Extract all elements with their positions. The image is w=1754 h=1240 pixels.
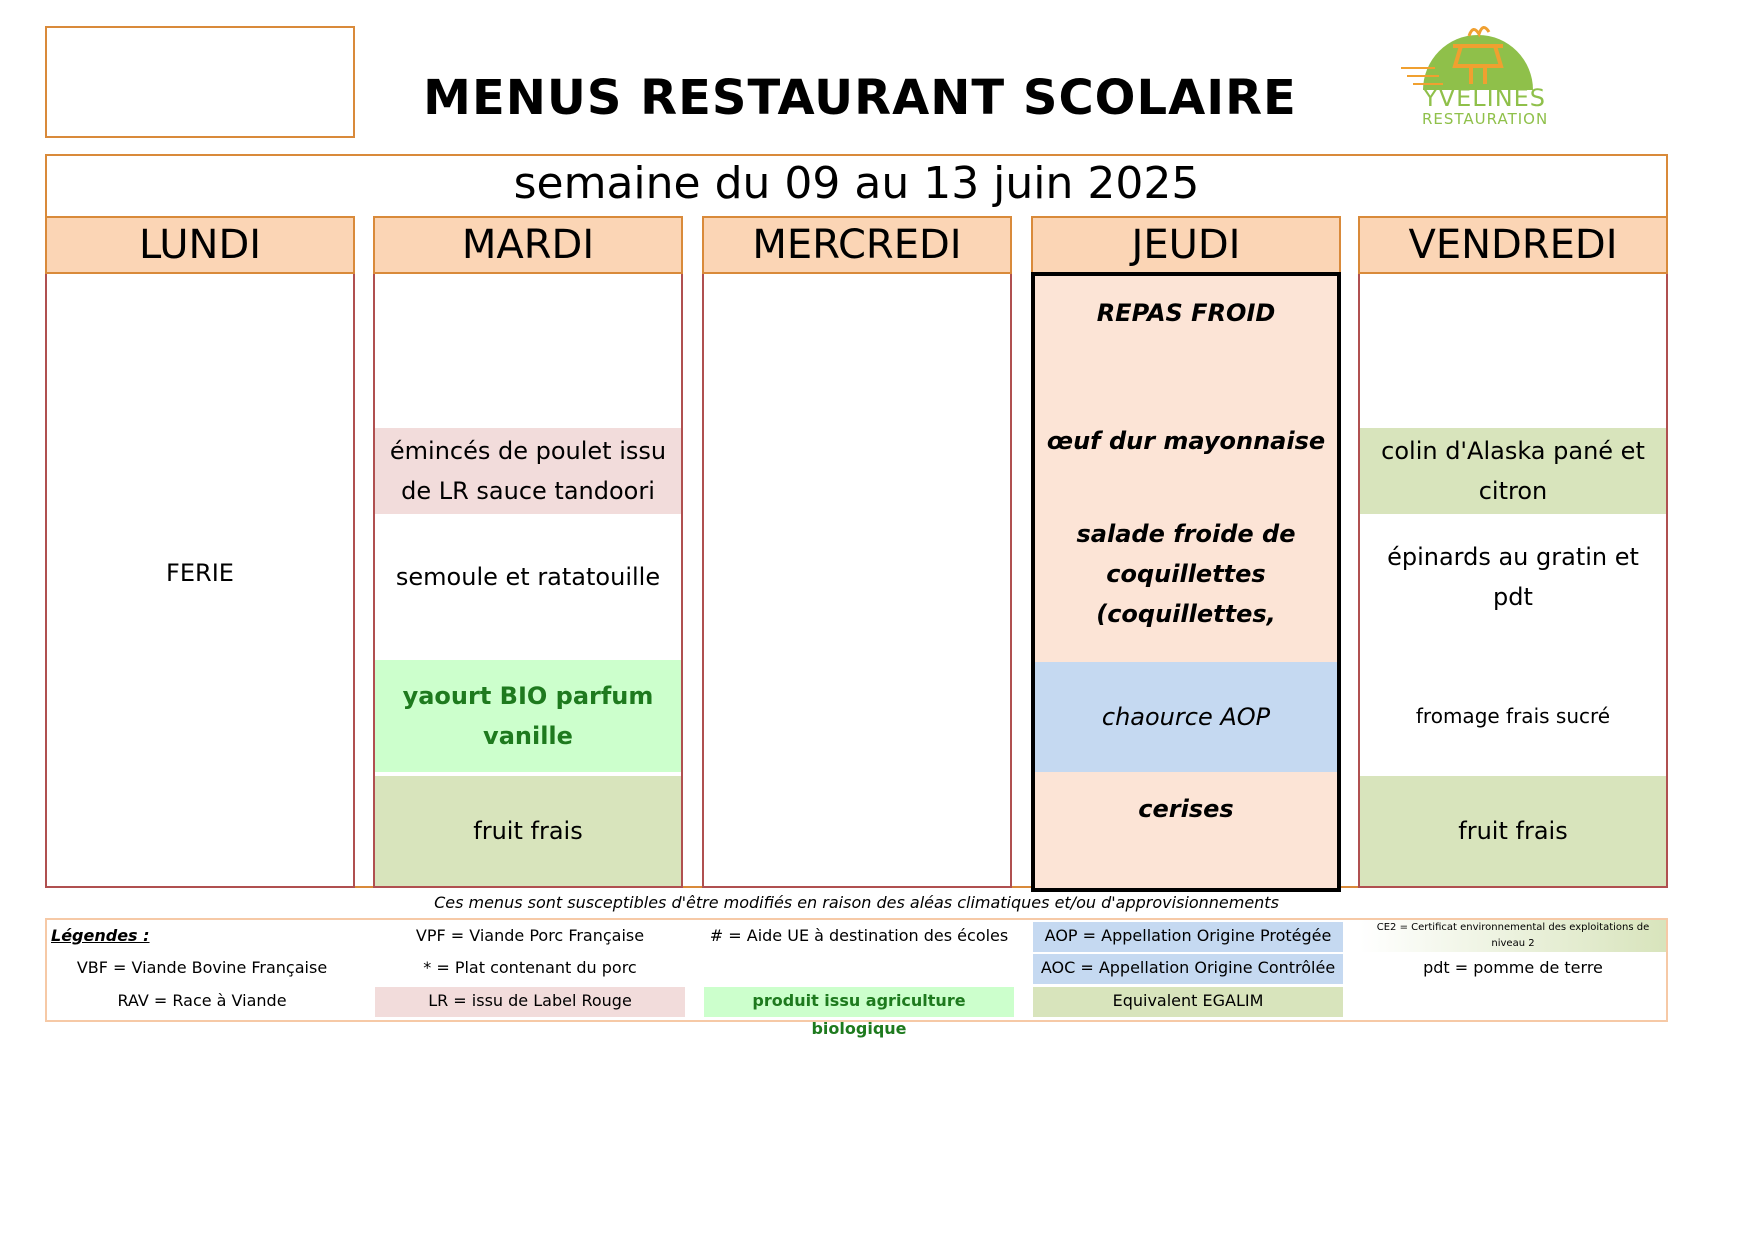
- menu-dairy: chaource AOP: [1035, 662, 1337, 772]
- day-header-lundi: LUNDI: [45, 216, 355, 274]
- week-title: semaine du 09 au 13 juin 2025: [513, 158, 1200, 209]
- menu-main-dish: œuf dur mayonnaise: [1046, 427, 1326, 455]
- column-jeudi: REPAS FROID œuf dur mayonnaise salade fr…: [1031, 272, 1341, 892]
- menu-main-dish: colin d'Alaska pané et citron: [1360, 428, 1666, 514]
- legend-box: Légendes : VPF = Viande Porc Française #…: [45, 918, 1668, 1038]
- logo-text-yvelines: YVELINES: [1423, 84, 1547, 112]
- legend-vbf: VBF = Viande Bovine Française: [76, 958, 328, 977]
- day-header-vendredi: VENDREDI: [1358, 216, 1668, 274]
- menu-dessert: cerises: [1138, 795, 1234, 823]
- legend-bio: produit issu agriculture biologique: [704, 987, 1014, 1038]
- day-header-jeudi: JEUDI: [1031, 216, 1341, 274]
- blank-header-box: [45, 26, 355, 138]
- legend-vpf: VPF = Viande Porc Française: [415, 926, 645, 945]
- menu-dairy: yaourt BIO parfum vanille: [375, 660, 681, 772]
- menu-main-dish: émincés de poulet issu de LR sauce tando…: [375, 428, 681, 514]
- legend-egalim: Equivalent EGALIM: [1033, 987, 1343, 1017]
- logo-icon: [1401, 26, 1533, 90]
- legend-rav: RAV = Race à Viande: [117, 991, 287, 1010]
- column-mardi: émincés de poulet issu de LR sauce tando…: [373, 274, 683, 888]
- disclaimer-note: Ces menus sont susceptibles d'être modif…: [434, 893, 1279, 912]
- column-lundi: FERIE: [45, 274, 355, 888]
- legend-aoc: AOC = Appellation Origine Contrôlée: [1033, 954, 1343, 984]
- legend-pdt: pdt = pomme de terre: [1423, 958, 1603, 977]
- legend-aide-ue: # = Aide UE à destination des écoles: [709, 926, 1009, 945]
- legend-ce2: CE2 = Certificat environnemental des exp…: [1360, 920, 1666, 952]
- menu-dessert: fruit frais: [375, 776, 681, 886]
- column-mercredi: [702, 274, 1012, 888]
- legend-aop: AOP = Appellation Origine Protégée: [1033, 922, 1343, 952]
- legend-label-rouge: LR = issu de Label Rouge: [375, 987, 685, 1017]
- yvelines-restauration-logo: YVELINES RESTAURATION: [1395, 18, 1575, 133]
- legend-title: Légendes :: [51, 926, 150, 945]
- column-vendredi: colin d'Alaska pané et citron épinards a…: [1358, 274, 1668, 888]
- menu-label: REPAS FROID: [1096, 299, 1276, 327]
- page-title: MENUS RESTAURANT SCOLAIRE: [423, 70, 1297, 126]
- menu-dairy: fromage frais sucré: [1415, 704, 1611, 728]
- menu-dessert: fruit frais: [1360, 776, 1666, 886]
- logo-text-restauration: RESTAURATION: [1422, 110, 1549, 128]
- menu-holiday: FERIE: [166, 559, 234, 587]
- day-header-mardi: MARDI: [373, 216, 683, 274]
- menu-side-dish: semoule et ratatouille: [395, 563, 661, 591]
- menu-side-dish: salade froide de coquillettes (coquillet…: [1076, 520, 1296, 628]
- legend-porc: * = Plat contenant du porc: [423, 958, 637, 977]
- day-header-mercredi: MERCREDI: [702, 216, 1012, 274]
- menu-side-dish: épinards au gratin et pdt: [1387, 543, 1639, 611]
